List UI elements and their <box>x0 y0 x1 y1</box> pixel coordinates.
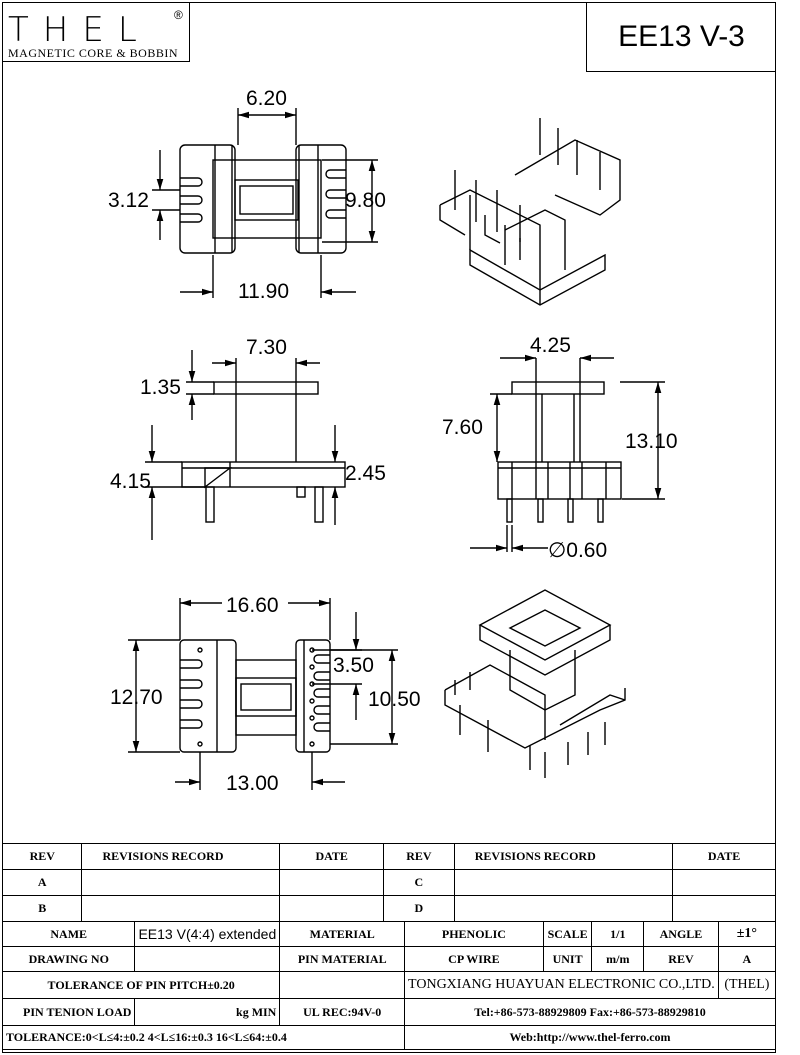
revisions-header-2: REVISIONS RECORD <box>453 843 674 870</box>
revisions-header: REVISIONS RECORD <box>81 843 281 870</box>
title-block: REV REVISIONS RECORD DATE REV REVISIONS … <box>1 843 777 1050</box>
angle-label: ANGLE <box>643 921 719 947</box>
tolerance: TOLERANCE:0<L≤4:±0.2 4<L≤16:±0.3 16<L≤64… <box>1 1025 406 1050</box>
drawing-frame <box>2 2 776 1053</box>
rev-header: REV <box>1 843 83 870</box>
dim-end-height-b: 13.10 <box>625 430 678 453</box>
end-view <box>470 354 665 552</box>
unit-label: UNIT <box>542 946 593 972</box>
name-value: EE13 V(4:4) extended <box>134 921 281 947</box>
scale-label: SCALE <box>542 921 593 947</box>
rev-a: A <box>1 869 83 896</box>
isometric-view-top <box>439 118 621 306</box>
drawing-no-label: DRAWING NO <box>1 946 136 972</box>
logo-registered: ® <box>174 8 183 22</box>
material-label: MATERIAL <box>279 921 406 947</box>
company-short: (THEL) <box>717 971 777 999</box>
ul-rec: UL REC:94V-0 <box>279 998 406 1026</box>
technical-drawing <box>128 108 665 790</box>
date-header-2: DATE <box>672 843 776 870</box>
dim-bottom-height-b: 10.50 <box>368 688 421 711</box>
pin-material-value: CP WIRE <box>404 946 544 972</box>
dim-bottom-height-a: 12.70 <box>110 686 163 709</box>
logo: THEL ® MAGNETIC CORE & BOBBIN <box>2 2 190 62</box>
scale-value: 1/1 <box>591 921 645 947</box>
dim-end-height-a: 7.60 <box>442 416 483 439</box>
name-label: NAME <box>1 921 136 947</box>
dim-side-top: 7.30 <box>246 336 287 359</box>
dim-top-width-inner: 6.20 <box>246 87 287 110</box>
rev-label: REV <box>643 946 719 972</box>
pin-material-label: PIN MATERIAL <box>279 946 406 972</box>
side-view <box>145 350 346 540</box>
dim-side-flange: 1.35 <box>140 376 181 399</box>
part-code: EE13 V-3 <box>586 2 776 72</box>
rev-b: B <box>1 895 83 922</box>
logo-brand: THEL <box>8 10 151 50</box>
dim-bottom-span: 13.00 <box>226 772 279 795</box>
pitch-tolerance: TOLERANCE OF PIN PITCH±0.20 <box>1 971 281 999</box>
dim-bottom-width: 16.60 <box>226 594 279 617</box>
material-value: PHENOLIC <box>404 921 544 947</box>
logo-subtitle: MAGNETIC CORE & BOBBIN <box>8 46 179 60</box>
dim-end-top: 4.25 <box>530 334 571 357</box>
dim-top-pitch: 3.12 <box>108 189 149 212</box>
rev-header-2: REV <box>382 843 455 870</box>
dim-bottom-pitch: 3.50 <box>333 654 374 677</box>
dim-side-base: 4.15 <box>110 470 151 493</box>
rev-d: D <box>382 895 455 922</box>
dim-pin-diameter: ∅0.60 <box>548 539 608 562</box>
date-header: DATE <box>279 843 384 870</box>
bottom-view <box>128 598 398 790</box>
tel-fax: Tel:+86-573-88929809 Fax:+86-573-8892981… <box>404 998 776 1026</box>
website: Web:http://www.thel-ferro.com <box>404 1025 776 1050</box>
angle-value: ±1° <box>717 921 777 947</box>
dim-top-width: 11.90 <box>238 280 289 303</box>
dim-side-pin: 2.45 <box>345 462 386 485</box>
top-view <box>152 108 378 298</box>
company-name: TONGXIANG HUAYUAN ELECTRONIC CO.,LTD. <box>404 971 719 999</box>
unit-value: m/m <box>591 946 645 972</box>
dim-top-height: 9.80 <box>345 189 386 212</box>
pin-load-unit: kg MIN <box>134 998 281 1026</box>
rev-c: C <box>382 869 455 896</box>
isometric-view-bottom <box>444 589 626 778</box>
rev-value: A <box>717 946 777 972</box>
pin-load-label: PIN TENION LOAD <box>1 998 136 1026</box>
